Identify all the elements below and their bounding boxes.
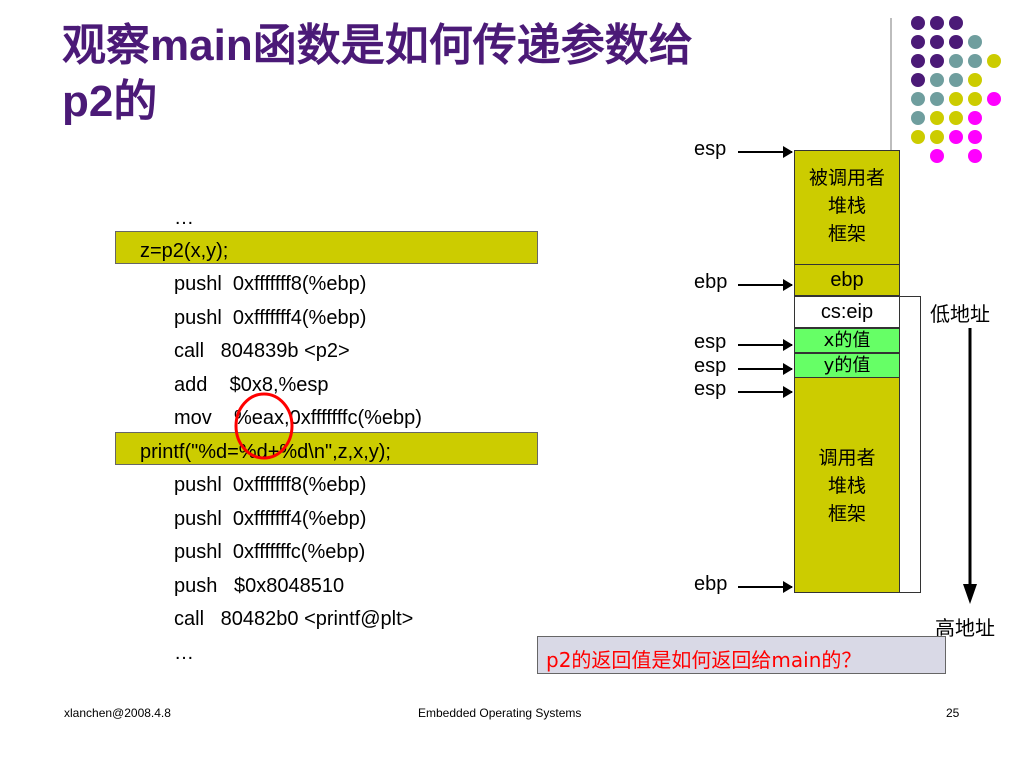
esp-label: esp	[694, 355, 727, 377]
dot	[949, 35, 963, 49]
title-line-1: 观察main函数是如何传递参数给	[62, 21, 693, 70]
dot	[968, 35, 982, 49]
dot	[930, 16, 944, 30]
stack-cell-x: x的值	[794, 328, 900, 353]
code-line: pushl 0xfffffffc(%ebp)	[174, 541, 366, 563]
code-line: …	[174, 207, 194, 229]
code-highlight-printf	[115, 432, 538, 465]
ebp-arrow	[738, 581, 793, 593]
code-line: pushl 0xfffffff4(%ebp)	[174, 508, 367, 530]
stack-cell-ebp: ebp	[794, 264, 900, 296]
stack-cell-cseip: cs:eip	[794, 296, 900, 328]
esp-label: esp	[694, 138, 727, 160]
caller-frame-label: 调用者 堆栈 框架	[818, 447, 876, 525]
stack-cell-y: y的值	[794, 353, 900, 378]
dot	[930, 92, 944, 106]
dot	[930, 35, 944, 49]
footer-course: Embedded Operating Systems	[418, 706, 582, 720]
dot	[968, 111, 982, 125]
footer-page-number: 25	[946, 706, 960, 720]
dot	[949, 92, 963, 106]
ebp-label: ebp	[694, 271, 728, 293]
dot	[949, 130, 963, 144]
code-line: push $0x8048510	[174, 575, 345, 597]
dot	[911, 92, 925, 106]
esp-arrow	[738, 386, 793, 398]
code-line: pushl 0xfffffff4(%ebp)	[174, 307, 367, 329]
frame-bracket	[900, 296, 921, 593]
code-line: add $0x8,%esp	[174, 374, 329, 396]
ebp-label: ebp	[694, 573, 728, 595]
dot	[911, 54, 925, 68]
ebp-arrow	[738, 279, 793, 291]
callee-frame-label: 被调用者 堆栈 框架	[808, 167, 885, 245]
code-line: call 80482b0 <printf@plt>	[174, 608, 414, 630]
dot	[911, 73, 925, 87]
dot	[949, 16, 963, 30]
low-address-label: 低地址	[930, 302, 990, 326]
dot	[911, 16, 925, 30]
dot	[930, 54, 944, 68]
red-circle-annotation	[234, 392, 294, 460]
esp-label: esp	[694, 331, 727, 353]
dot	[968, 130, 982, 144]
dot	[930, 111, 944, 125]
dot	[911, 111, 925, 125]
slide-title: 观察main函数是如何传递参数给 p2的	[62, 18, 882, 130]
address-direction-arrow-icon	[963, 328, 977, 604]
code-line: call 804839b <p2>	[174, 340, 350, 362]
title-line-2: p2的	[62, 77, 158, 126]
dot	[987, 92, 1001, 106]
question-box: p2的返回值是如何返回给main的？	[537, 636, 946, 674]
code-highlight-call	[115, 231, 538, 264]
esp-arrow	[738, 339, 793, 351]
dot	[911, 130, 925, 144]
dot	[968, 92, 982, 106]
dot	[930, 149, 944, 163]
esp-arrow	[738, 146, 793, 158]
code-line: pushl 0xfffffff8(%ebp)	[174, 474, 367, 496]
decorative-divider	[890, 18, 892, 153]
dot	[968, 73, 982, 87]
esp-label: esp	[694, 378, 727, 400]
dot	[930, 130, 944, 144]
dot	[911, 35, 925, 49]
question-text: p2的返回值是如何返回给main的？	[546, 648, 862, 672]
dot	[949, 54, 963, 68]
code-line: printf("%d=%d+%d\n",z,x,y);	[140, 441, 391, 463]
dot	[949, 73, 963, 87]
code-line: …	[174, 642, 194, 664]
dot	[949, 111, 963, 125]
code-line: z=p2(x,y);	[140, 240, 229, 262]
code-line: mov %eax,0xfffffffc(%ebp)	[174, 407, 422, 429]
dot	[930, 73, 944, 87]
dot	[987, 54, 1001, 68]
footer-author: xlanchen@2008.4.8	[64, 706, 171, 720]
esp-arrow	[738, 363, 793, 375]
dot	[968, 54, 982, 68]
code-line: pushl 0xfffffff8(%ebp)	[174, 273, 367, 295]
dot	[968, 149, 982, 163]
